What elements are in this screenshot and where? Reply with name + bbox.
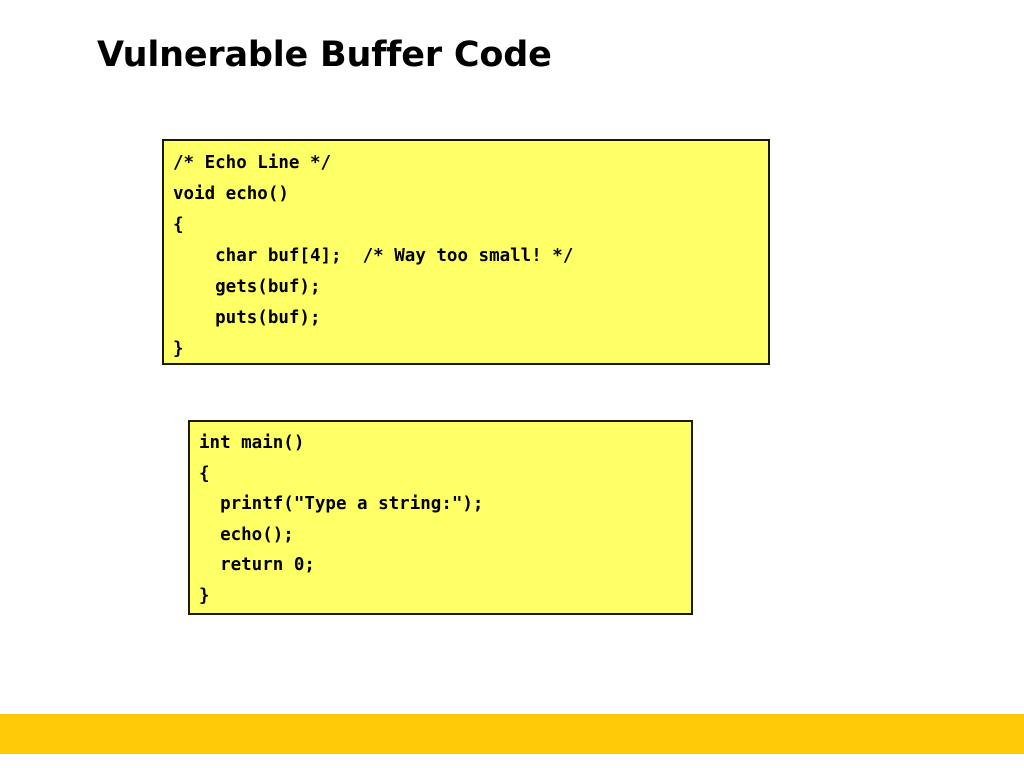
code-line: void echo(): [173, 184, 289, 204]
footer-accent-band: [0, 714, 1024, 754]
code-line: gets(buf);: [173, 277, 321, 297]
code-block-echo-function: /* Echo Line */ void echo() { char buf[4…: [162, 139, 770, 365]
code-line: char buf[4]; /* Way too small! */: [173, 246, 574, 266]
code-line: {: [199, 463, 210, 484]
code-line: {: [173, 215, 184, 235]
code-line: return 0;: [199, 555, 315, 575]
code-line: }: [173, 339, 184, 359]
code-block-main-function: int main() { printf("Type a string:"); e…: [188, 420, 693, 615]
code-line: }: [199, 585, 210, 606]
code-line: puts(buf);: [173, 308, 321, 328]
code-line: /* Echo Line */: [173, 153, 332, 173]
code-line: int main(): [199, 433, 305, 453]
code-line: printf("Type a string:");: [199, 494, 484, 514]
page-title: Vulnerable Buffer Code: [97, 35, 552, 75]
code-line: echo();: [199, 524, 294, 545]
